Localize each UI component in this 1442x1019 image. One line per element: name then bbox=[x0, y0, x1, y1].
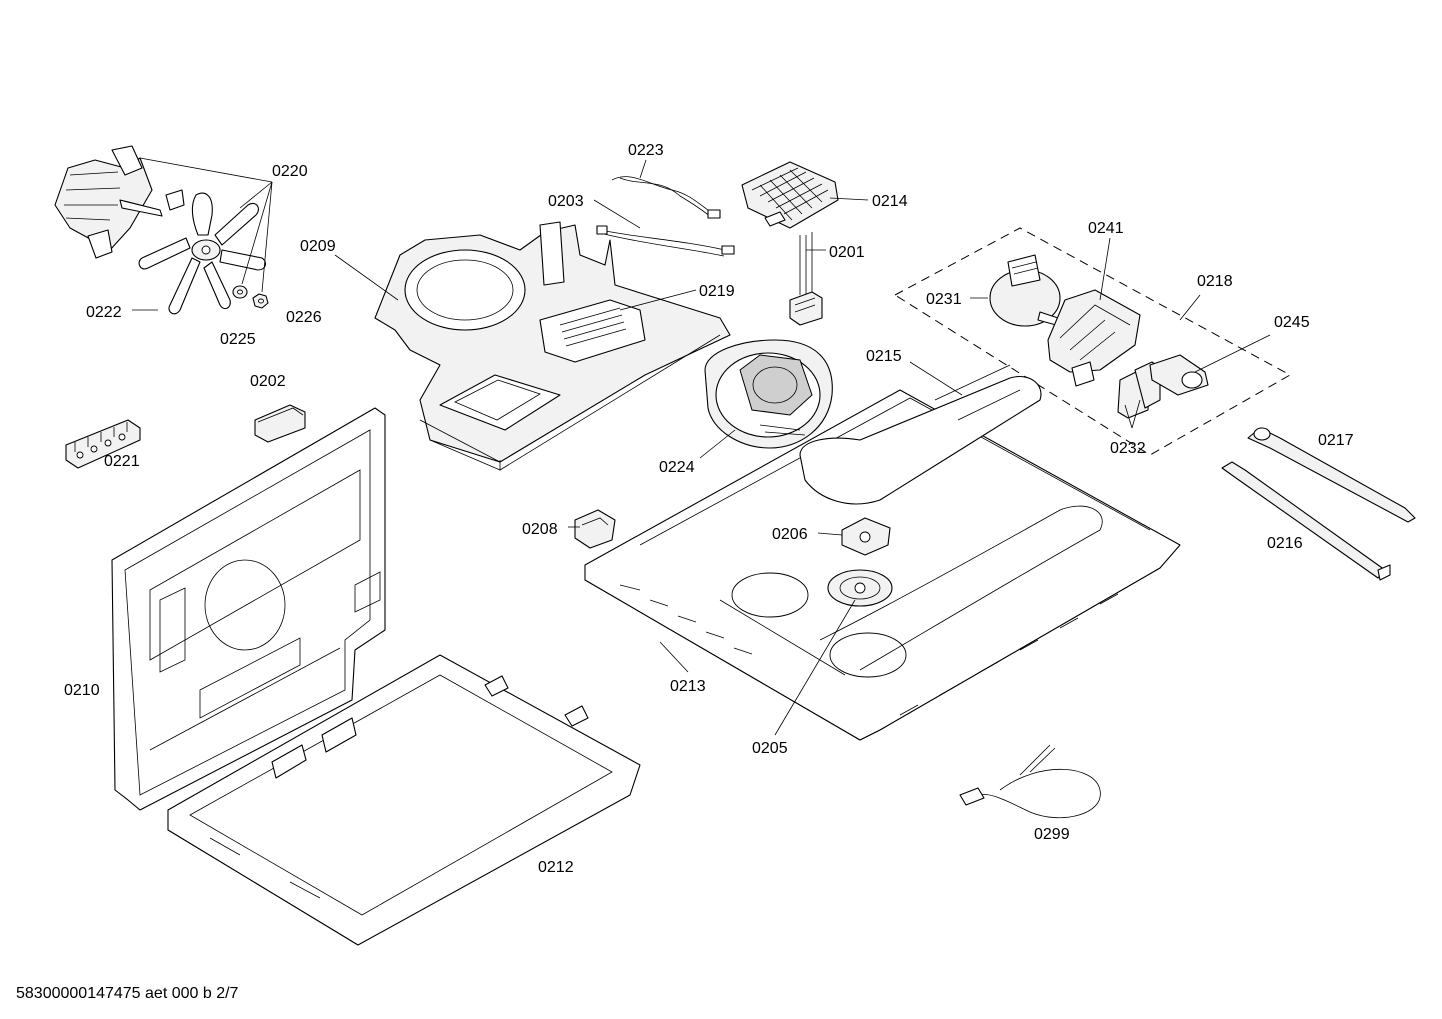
label-0215: 0215 bbox=[866, 348, 902, 365]
label-0217: 0217 bbox=[1318, 432, 1354, 449]
label-0219: 0219 bbox=[699, 283, 735, 300]
bottom-tray-part bbox=[167, 654, 641, 946]
label-0224: 0224 bbox=[659, 459, 695, 476]
relay-part bbox=[254, 404, 306, 443]
grommet-part bbox=[841, 517, 891, 556]
label-0231: 0231 bbox=[926, 291, 962, 308]
label-0220: 0220 bbox=[272, 163, 308, 180]
label-0226: 0226 bbox=[286, 309, 322, 326]
label-0201: 0201 bbox=[829, 244, 865, 261]
label-0221: 0221 bbox=[104, 453, 140, 470]
label-0209: 0209 bbox=[300, 238, 336, 255]
cable-harness-part bbox=[611, 176, 721, 219]
label-0299: 0299 bbox=[1034, 826, 1070, 843]
bracket-part bbox=[574, 509, 616, 549]
back-panel-part bbox=[111, 407, 386, 811]
door-lock-part bbox=[1047, 289, 1141, 387]
power-cord-part bbox=[959, 744, 1101, 819]
document-reference: 58300000147475 aet 000 b 2/7 bbox=[16, 985, 239, 1002]
sensor-part bbox=[1149, 354, 1209, 396]
label-0208: 0208 bbox=[522, 521, 558, 538]
washer-part bbox=[232, 285, 248, 299]
label-0232: 0232 bbox=[1110, 440, 1146, 457]
label-0223: 0223 bbox=[628, 142, 664, 159]
door-lock-motor-part bbox=[989, 254, 1061, 327]
label-0225: 0225 bbox=[220, 331, 256, 348]
leader-lines bbox=[132, 157, 1271, 736]
label-0222: 0222 bbox=[86, 304, 122, 321]
label-0213: 0213 bbox=[670, 678, 706, 695]
label-0245: 0245 bbox=[1274, 314, 1310, 331]
label-0202: 0202 bbox=[250, 373, 286, 390]
base-plate-part bbox=[584, 389, 1181, 741]
nut-part bbox=[252, 293, 269, 309]
label-0218: 0218 bbox=[1197, 273, 1233, 290]
label-0205: 0205 bbox=[752, 740, 788, 757]
heat-sink-part bbox=[741, 161, 839, 229]
assembly-boundary-0218 bbox=[894, 227, 1292, 456]
label-0212: 0212 bbox=[538, 859, 574, 876]
blower-part bbox=[704, 339, 833, 449]
label-0203: 0203 bbox=[548, 193, 584, 210]
fan-motor-part bbox=[54, 145, 185, 259]
connector-part bbox=[789, 232, 823, 326]
label-0216: 0216 bbox=[1267, 535, 1303, 552]
rod-0216-part bbox=[1221, 461, 1391, 581]
fan-housing-assembly-part bbox=[374, 221, 731, 471]
wiring-loom-part bbox=[596, 225, 735, 257]
rod-0217-part bbox=[1247, 427, 1416, 523]
label-0206: 0206 bbox=[772, 526, 808, 543]
label-0210: 0210 bbox=[64, 682, 100, 699]
label-0241: 0241 bbox=[1088, 220, 1124, 237]
fan-blade-part bbox=[138, 192, 267, 315]
fan-cover-part bbox=[827, 569, 893, 607]
cover-plate-part bbox=[799, 364, 1042, 505]
label-0214: 0214 bbox=[872, 193, 908, 210]
terminal-block-part bbox=[65, 419, 141, 469]
